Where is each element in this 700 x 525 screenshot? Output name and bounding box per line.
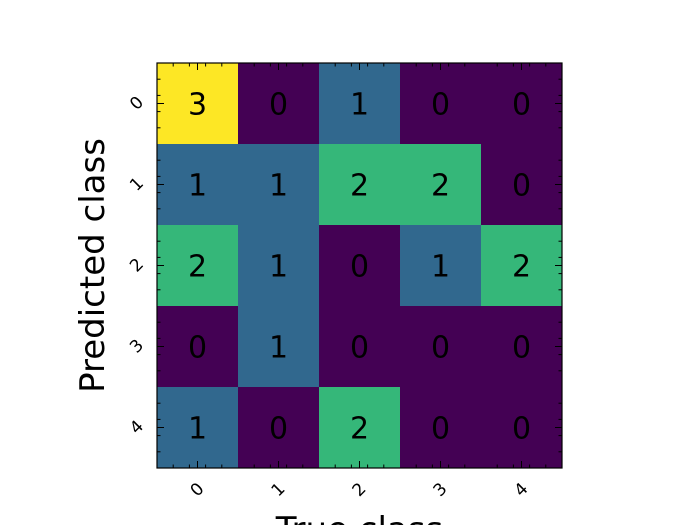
heatmap-cell-r4-c1	[238, 387, 320, 469]
heatmap-cell-r1-c3	[400, 144, 482, 226]
cell-value-r1-c1: 1	[269, 169, 288, 204]
y-tick-label: 4	[126, 417, 148, 439]
heatmap-cell-r0-c0	[157, 63, 239, 145]
cell-value-r2-c0: 2	[188, 250, 207, 285]
heatmap-cell-r0-c1	[238, 63, 320, 145]
cell-value-r4-c1: 0	[269, 412, 288, 447]
x-tick-label: 3	[430, 479, 452, 501]
heatmap-cell-r4-c2	[319, 387, 401, 469]
heatmap-cell-r1-c2	[319, 144, 401, 226]
heatmap-cell-r1-c4	[481, 144, 563, 226]
cell-value-r4-c0: 1	[188, 412, 207, 447]
heatmap-cell-r4-c4	[481, 387, 563, 469]
heatmap-cell-r0-c3	[400, 63, 482, 145]
heatmap-cells	[157, 63, 563, 469]
heatmap-cell-r3-c2	[319, 306, 401, 388]
heatmap-cell-r0-c2	[319, 63, 401, 145]
cell-value-r3-c1: 1	[269, 331, 288, 366]
cell-value-r2-c3: 1	[431, 250, 450, 285]
x-tick-labels: 0 1 2 3 4	[187, 479, 533, 501]
heatmap-cell-r3-c4	[481, 306, 563, 388]
cell-value-r3-c4: 0	[512, 331, 531, 366]
cell-value-r2-c4: 2	[512, 250, 531, 285]
y-tick-label: 0	[126, 93, 148, 115]
y-tick-labels: 0 1 2 3 4	[126, 93, 148, 439]
heatmap-cell-r1-c1	[238, 144, 320, 226]
heatmap-cell-labels: 3 0 1 0 0 1 1 2 2 0 2 1 0 1 2 0 1 0 0 0 1 0 2 0 0	[188, 88, 531, 447]
cell-value-r0-c1: 0	[269, 88, 288, 123]
heatmap-cell-r2-c0	[157, 225, 239, 307]
heatmap-cell-r0-c4	[481, 63, 563, 145]
x-tick-label: 2	[349, 479, 371, 501]
y-tick-label: 1	[126, 174, 148, 196]
cell-value-r4-c3: 0	[431, 412, 450, 447]
cell-value-r3-c2: 0	[350, 331, 369, 366]
y-tick-label: 3	[126, 336, 148, 358]
cell-value-r1-c2: 2	[350, 169, 369, 204]
cell-value-r1-c0: 1	[188, 169, 207, 204]
axis-ticks	[157, 63, 562, 468]
heatmap-cell-r4-c0	[157, 387, 239, 469]
cell-value-r2-c2: 0	[350, 250, 369, 285]
heatmap-cell-r1-c0	[157, 144, 239, 226]
cell-value-r3-c0: 0	[188, 331, 207, 366]
heatmap-cell-r3-c1	[238, 306, 320, 388]
cell-value-r0-c2: 1	[350, 88, 369, 123]
cell-value-r4-c4: 0	[512, 412, 531, 447]
cell-value-r3-c3: 0	[431, 331, 450, 366]
cell-value-r4-c2: 2	[350, 412, 369, 447]
heatmap-cell-r2-c3	[400, 225, 482, 307]
x-axis-label: True class	[275, 510, 443, 525]
y-axis-label: Predicted class	[73, 138, 113, 393]
cell-value-r1-c3: 2	[431, 169, 450, 204]
x-tick-label: 1	[268, 479, 290, 501]
x-tick-label: 0	[187, 479, 209, 501]
heatmap-cell-r2-c2	[319, 225, 401, 307]
cell-value-r2-c1: 1	[269, 250, 288, 285]
heatmap-cell-r2-c1	[238, 225, 320, 307]
cell-value-r0-c0: 3	[188, 88, 207, 123]
heatmap-cell-r2-c4	[481, 225, 563, 307]
cell-value-r1-c4: 0	[512, 169, 531, 204]
cell-value-r0-c4: 0	[512, 88, 531, 123]
x-tick-label: 4	[511, 479, 533, 501]
cell-value-r0-c3: 0	[431, 88, 450, 123]
heatmap-cell-r3-c3	[400, 306, 482, 388]
heatmap-cell-r4-c3	[400, 387, 482, 469]
heatmap-cell-r3-c0	[157, 306, 239, 388]
y-tick-label: 2	[126, 255, 148, 277]
